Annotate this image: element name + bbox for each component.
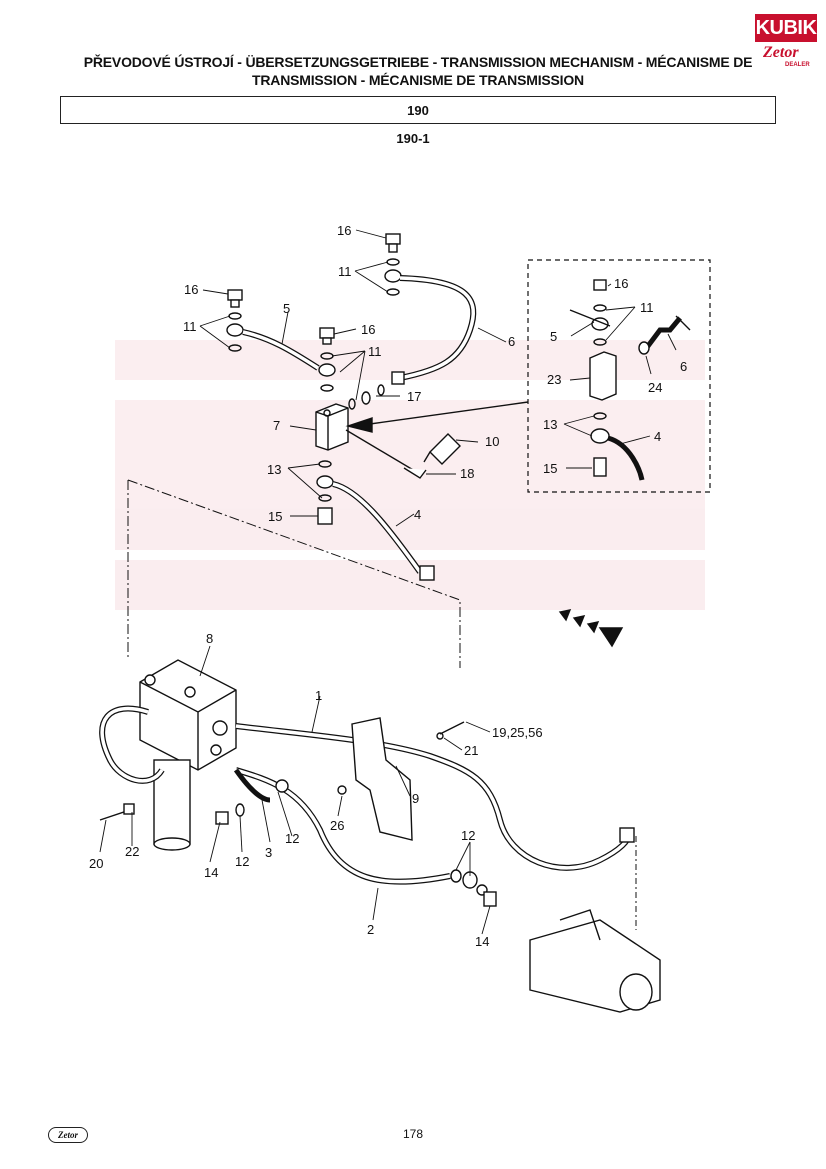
- callout-label: 4: [414, 507, 421, 522]
- callout-label: 11: [368, 344, 382, 359]
- callout-label: 9: [412, 791, 419, 806]
- callout-label: 5: [550, 329, 557, 344]
- callout-label: 1: [315, 688, 322, 703]
- callout-label: 19,25,56: [492, 725, 543, 740]
- callout-label: 11: [640, 300, 654, 315]
- page-title: PŘEVODOVÉ ÚSTROJÍ - ÜBERSETZUNGSGETRIEBE…: [83, 54, 753, 88]
- callout-label: 24: [648, 380, 662, 395]
- callout-label: 10: [485, 434, 499, 449]
- callout-label: 21: [464, 743, 478, 758]
- callout-label: 23: [547, 372, 561, 387]
- callout-label: 17: [407, 389, 421, 404]
- page-number: 178: [402, 1127, 424, 1141]
- callout-label: 12: [461, 828, 475, 843]
- kubik-zetor-logo: KUBIK Zetor DEALER: [755, 14, 817, 72]
- callout-label: 11: [338, 264, 352, 279]
- callout-label: 6: [680, 359, 687, 374]
- callout-label: 15: [543, 461, 557, 476]
- callout-label: 16: [361, 322, 375, 337]
- logo-tag: DEALER: [785, 62, 810, 68]
- logo-sub: Zetor: [763, 44, 799, 61]
- callout-labels: 16 11 16 11 5 16 11 6 17 7 10 13 18 15 4…: [89, 223, 687, 949]
- callout-label: 16: [337, 223, 351, 238]
- callout-label: 14: [475, 934, 489, 949]
- callout-label: 12: [235, 854, 249, 869]
- callout-label: 18: [460, 466, 474, 481]
- section-number: 190: [407, 102, 429, 118]
- callout-label: 16: [614, 276, 628, 291]
- callout-label: 7: [273, 418, 280, 433]
- callout-label: 4: [654, 429, 661, 444]
- callout-label: 26: [330, 818, 344, 833]
- callout-label: 6: [508, 334, 515, 349]
- callout-label: 13: [267, 462, 281, 477]
- callout-label: 8: [206, 631, 213, 646]
- callout-label: 14: [204, 865, 218, 880]
- callout-label: 3: [265, 845, 272, 860]
- callout-label: 16: [184, 282, 198, 297]
- callout-label: 12: [285, 831, 299, 846]
- zetor-footer-logo: Zetor: [48, 1127, 88, 1143]
- callout-label: 11: [183, 319, 197, 334]
- section-number-box: 190: [60, 96, 776, 124]
- subsection-number: 190-1: [396, 131, 430, 146]
- callout-label: 2: [367, 922, 374, 937]
- callout-label: 20: [89, 856, 103, 871]
- callout-label: 22: [125, 844, 139, 859]
- logo-brand: KUBIK: [755, 14, 817, 42]
- callout-label: 15: [268, 509, 282, 524]
- callout-label: 13: [543, 417, 557, 432]
- callout-label: 5: [283, 301, 290, 316]
